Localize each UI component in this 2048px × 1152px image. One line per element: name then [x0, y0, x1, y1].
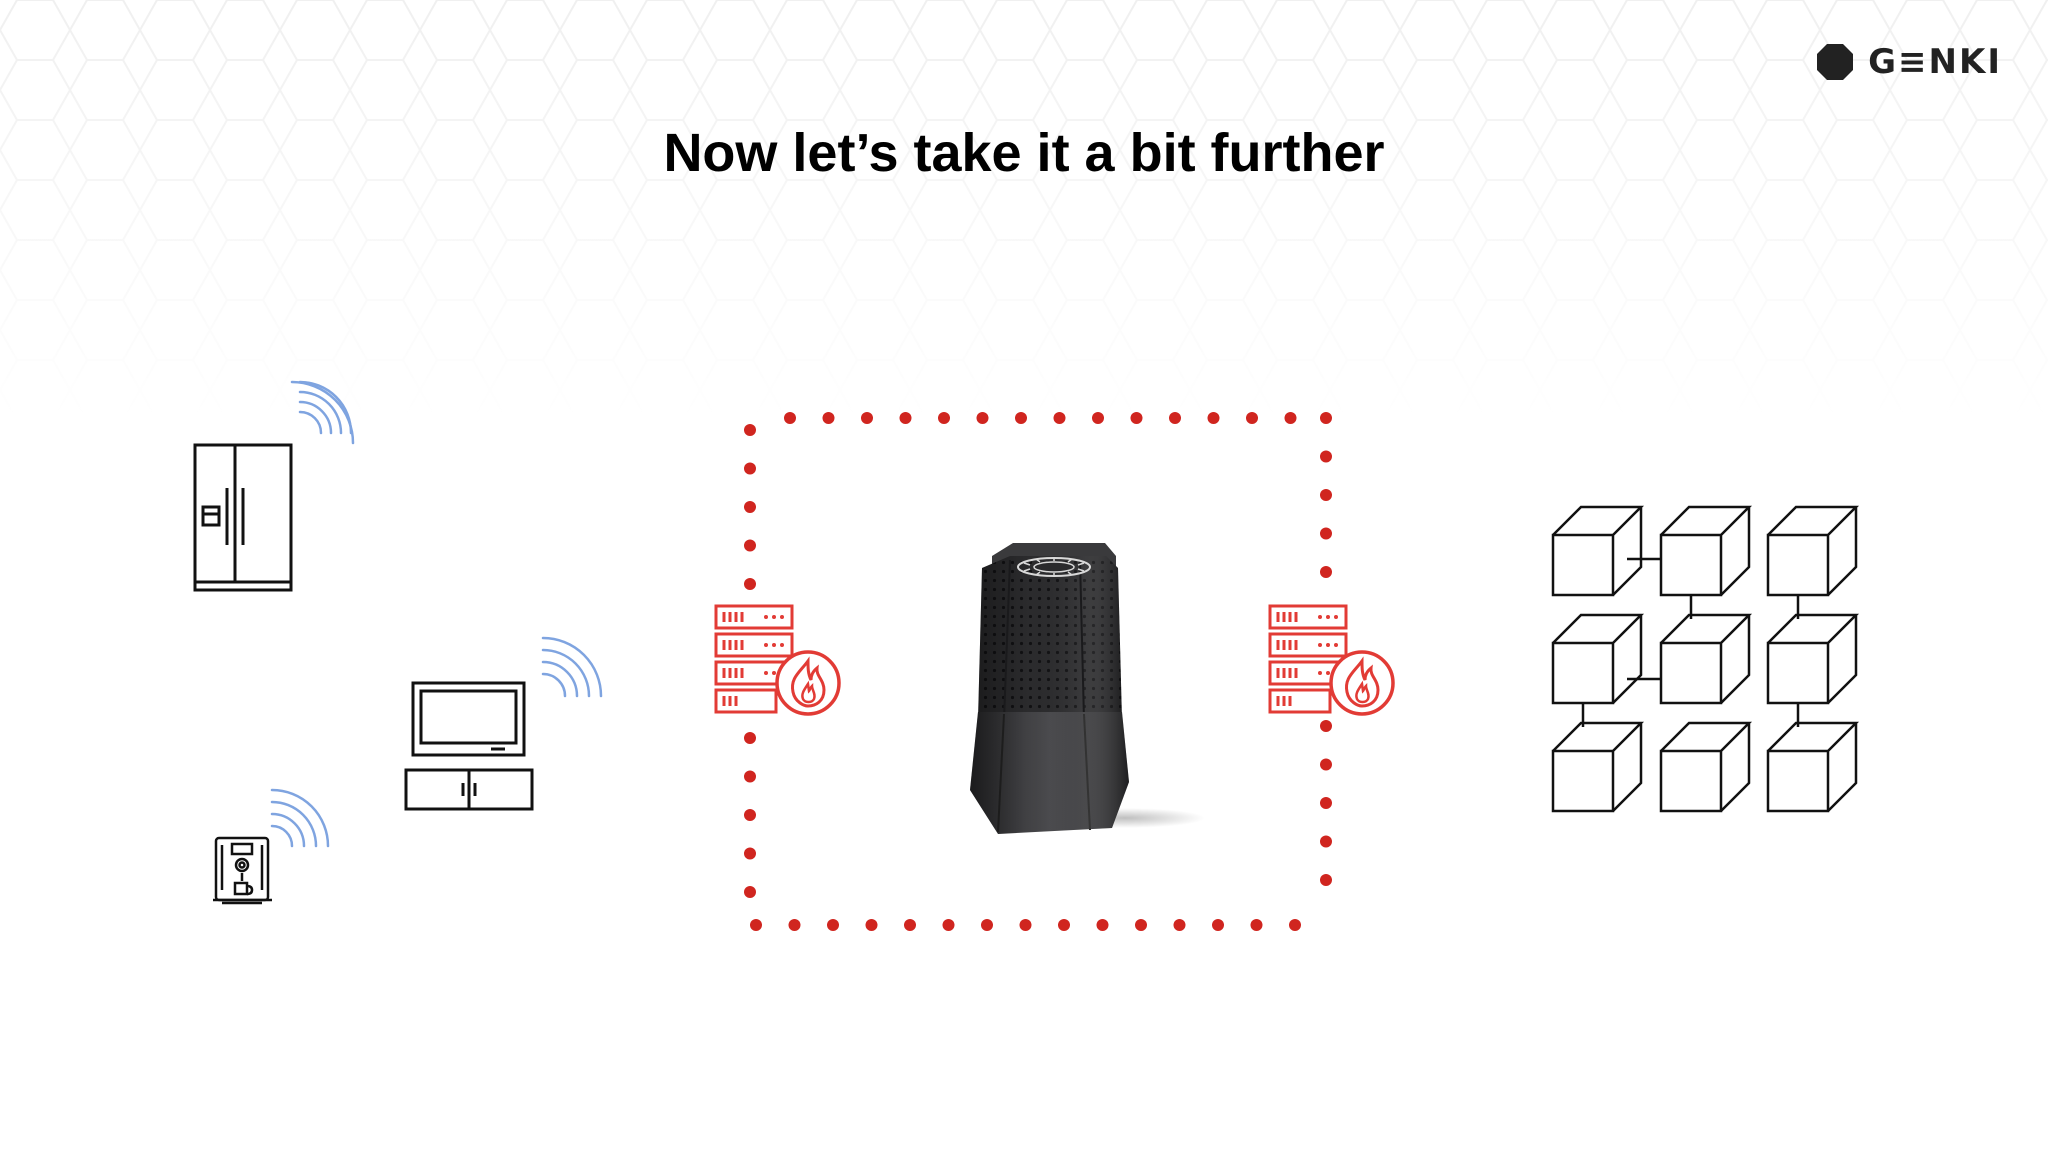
boundary-dot	[1320, 527, 1332, 540]
cube-node	[1659, 721, 1753, 813]
smart-speaker-image	[970, 543, 1205, 834]
boundary-dot	[744, 424, 756, 436]
boundary-dot	[744, 770, 756, 783]
cube-grid-icon	[1551, 505, 1860, 813]
boundary-dot	[1246, 412, 1258, 424]
octagon-logo-icon	[1817, 44, 1854, 80]
boundary-dot	[1092, 412, 1104, 424]
wifi-signal-icon	[290, 380, 355, 445]
boundary-dot	[1320, 797, 1332, 809]
boundary-dot	[1096, 919, 1109, 931]
cube-node	[1551, 721, 1645, 813]
boundary-dot	[1130, 412, 1143, 424]
boundary-dot	[744, 578, 756, 590]
tv-console-icon	[404, 681, 534, 811]
boundary-dot	[1320, 566, 1332, 578]
logo-text: G≡NKI	[1868, 42, 2002, 82]
wifi-signal-icon	[270, 788, 330, 848]
cube-node	[1659, 613, 1753, 705]
boundary-dot	[788, 919, 801, 931]
boundary-dot	[750, 919, 762, 931]
boundary-dot	[1135, 919, 1147, 931]
cube-node	[1551, 613, 1645, 705]
boundary-dot	[784, 412, 796, 424]
boundary-dot	[1212, 919, 1224, 931]
cube-node	[1551, 505, 1645, 597]
boundary-dot	[1320, 835, 1332, 848]
boundary-dot	[744, 886, 756, 898]
cube-node	[1659, 505, 1753, 597]
boundary-dot	[1320, 758, 1332, 771]
coffee-machine-icon	[213, 836, 272, 905]
boundary-dot	[1015, 412, 1027, 424]
boundary-dot	[1284, 412, 1297, 424]
boundary-dot	[1250, 919, 1263, 931]
boundary-dot	[1320, 450, 1332, 463]
boundary-dot	[827, 919, 839, 931]
server-firewall-icon	[1268, 604, 1395, 716]
boundary-dot	[981, 919, 993, 931]
boundary-dot	[744, 732, 756, 744]
boundary-dot	[938, 412, 950, 424]
boundary-dot	[1207, 412, 1220, 424]
server-firewall-icon	[714, 604, 841, 716]
boundary-dot	[1058, 919, 1070, 931]
boundary-dot	[1320, 489, 1332, 501]
cube-node	[1766, 613, 1860, 705]
boundary-dot	[861, 412, 873, 424]
boundary-dot	[1289, 919, 1301, 931]
boundary-dot	[1169, 412, 1181, 424]
secure-boundary	[744, 412, 1332, 931]
speaker-logo-icon	[1017, 557, 1091, 577]
boundary-dot	[1053, 412, 1066, 424]
boundary-dot	[904, 919, 916, 931]
cube-node	[1766, 505, 1860, 597]
background-pattern	[0, 0, 2048, 420]
cube-node	[1766, 721, 1860, 813]
boundary-dot	[865, 919, 878, 931]
boundary-dot	[976, 412, 989, 424]
boundary-dot	[1173, 919, 1186, 931]
wifi-signal-icon	[541, 636, 603, 698]
boundary-dot	[942, 919, 955, 931]
boundary-dot	[744, 462, 756, 475]
fridge-icon	[193, 443, 293, 592]
boundary-dot	[822, 412, 835, 424]
boundary-dot	[899, 412, 912, 424]
genki-logo: G≡NKI	[1816, 42, 2002, 82]
boundary-dot	[744, 539, 756, 552]
slide-title: Now let’s take it a bit further	[663, 123, 1385, 183]
boundary-dot	[1320, 720, 1332, 732]
boundary-dot	[1320, 412, 1332, 424]
boundary-dot	[1320, 874, 1332, 886]
boundary-dot	[744, 809, 756, 821]
boundary-dot	[744, 847, 756, 860]
boundary-dot	[1019, 919, 1032, 931]
boundary-dot	[744, 501, 756, 513]
